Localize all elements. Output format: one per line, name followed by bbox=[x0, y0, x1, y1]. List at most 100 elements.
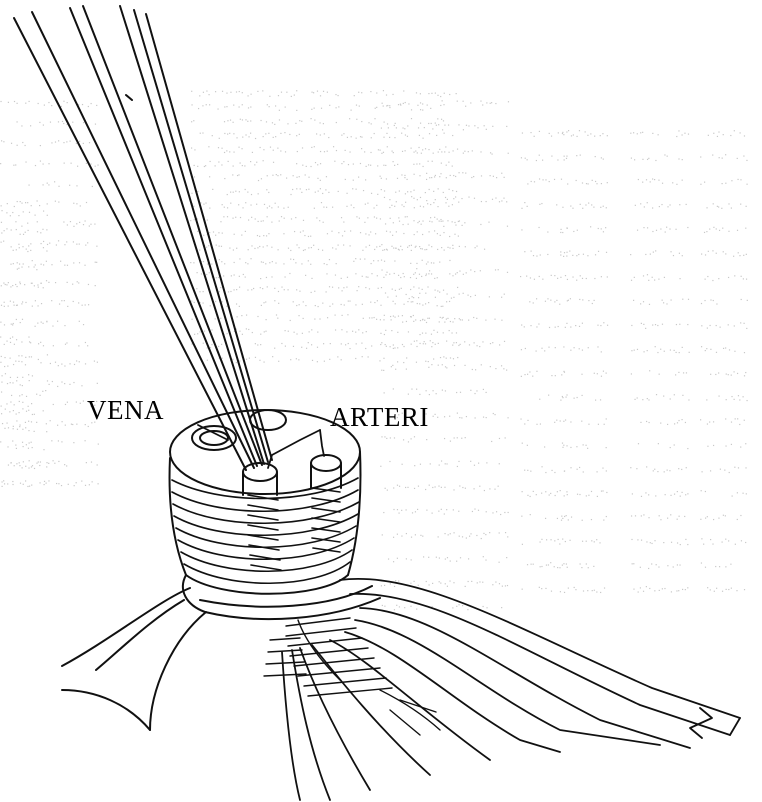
background-speck bbox=[654, 279, 655, 280]
background-speck bbox=[410, 191, 411, 192]
background-speck bbox=[439, 220, 440, 221]
background-speck bbox=[191, 91, 192, 92]
background-speck bbox=[433, 358, 434, 359]
background-speck bbox=[470, 533, 471, 534]
background-speck bbox=[701, 538, 702, 539]
background-speck bbox=[61, 441, 62, 442]
background-speck bbox=[592, 590, 593, 591]
background-speck bbox=[450, 441, 451, 442]
background-speck bbox=[389, 274, 390, 275]
background-speck bbox=[412, 301, 413, 302]
background-speck bbox=[732, 495, 733, 496]
background-speck bbox=[725, 347, 726, 348]
background-speck bbox=[444, 151, 445, 152]
background-speck bbox=[200, 133, 201, 134]
background-speck bbox=[414, 436, 415, 437]
background-speck bbox=[22, 301, 23, 302]
background-speck bbox=[463, 129, 464, 130]
background-speck bbox=[484, 125, 485, 126]
background-speck bbox=[452, 275, 453, 276]
background-speck bbox=[422, 234, 423, 235]
background-speck bbox=[269, 206, 270, 207]
background-speck bbox=[404, 128, 405, 129]
background-speck bbox=[289, 273, 290, 274]
background-speck bbox=[452, 221, 453, 222]
background-speck bbox=[203, 343, 204, 344]
background-speck bbox=[17, 103, 18, 104]
background-speck bbox=[550, 562, 551, 563]
background-speck bbox=[594, 590, 595, 591]
background-speck bbox=[667, 424, 668, 425]
background-speck bbox=[23, 461, 24, 462]
background-speck bbox=[365, 204, 366, 205]
background-speck bbox=[631, 373, 632, 374]
background-speck bbox=[224, 133, 225, 134]
background-speck bbox=[422, 138, 423, 139]
background-speck bbox=[704, 300, 705, 301]
background-speck bbox=[576, 136, 577, 137]
background-speck bbox=[565, 275, 566, 276]
background-speck bbox=[14, 344, 15, 345]
background-speck bbox=[30, 250, 31, 251]
background-speck bbox=[46, 462, 47, 463]
background-speck bbox=[422, 304, 423, 305]
background-speck bbox=[371, 193, 372, 194]
background-speck bbox=[716, 303, 717, 304]
background-speck bbox=[536, 494, 537, 495]
background-speck bbox=[314, 208, 315, 209]
background-speck bbox=[404, 177, 405, 178]
background-speck bbox=[20, 483, 21, 484]
background-speck bbox=[729, 472, 730, 473]
background-speck bbox=[73, 241, 74, 242]
background-speck bbox=[425, 275, 426, 276]
background-speck bbox=[425, 303, 426, 304]
background-speck bbox=[219, 246, 220, 247]
background-speck bbox=[474, 508, 475, 509]
background-speck bbox=[311, 329, 312, 330]
background-speck bbox=[348, 300, 349, 301]
background-speck bbox=[452, 204, 453, 205]
background-speck bbox=[305, 249, 306, 250]
background-speck bbox=[351, 204, 352, 205]
background-speck bbox=[66, 241, 67, 242]
background-speck bbox=[469, 344, 470, 345]
background-speck bbox=[268, 192, 269, 193]
background-speck bbox=[268, 233, 269, 234]
background-speck bbox=[384, 436, 385, 437]
background-speck bbox=[592, 303, 593, 304]
background-speck bbox=[4, 302, 5, 303]
background-speck bbox=[568, 587, 569, 588]
background-speck bbox=[380, 344, 381, 345]
background-speck bbox=[37, 231, 38, 232]
background-speck bbox=[320, 134, 321, 135]
background-speck bbox=[566, 323, 567, 324]
background-speck bbox=[5, 409, 6, 410]
background-speck bbox=[436, 557, 437, 558]
background-speck bbox=[289, 134, 290, 135]
background-speck bbox=[277, 175, 278, 176]
background-speck bbox=[346, 287, 347, 288]
background-speck bbox=[64, 365, 65, 366]
background-speck bbox=[369, 245, 370, 246]
background-speck bbox=[405, 150, 406, 151]
background-speck bbox=[232, 359, 233, 360]
background-speck bbox=[655, 346, 656, 347]
background-speck bbox=[723, 251, 724, 252]
background-speck bbox=[230, 291, 231, 292]
background-speck bbox=[432, 161, 433, 162]
background-speck bbox=[665, 231, 666, 232]
background-speck bbox=[709, 421, 710, 422]
background-speck bbox=[441, 487, 442, 488]
background-speck bbox=[24, 284, 25, 285]
background-speck bbox=[571, 135, 572, 136]
background-speck bbox=[371, 345, 372, 346]
background-speck bbox=[674, 350, 675, 351]
background-speck bbox=[308, 236, 309, 237]
background-speck bbox=[3, 480, 4, 481]
background-speck bbox=[573, 231, 574, 232]
background-speck bbox=[396, 231, 397, 232]
background-speck bbox=[347, 314, 348, 315]
background-speck bbox=[501, 173, 502, 174]
background-speck bbox=[738, 395, 739, 396]
background-speck bbox=[426, 581, 427, 582]
